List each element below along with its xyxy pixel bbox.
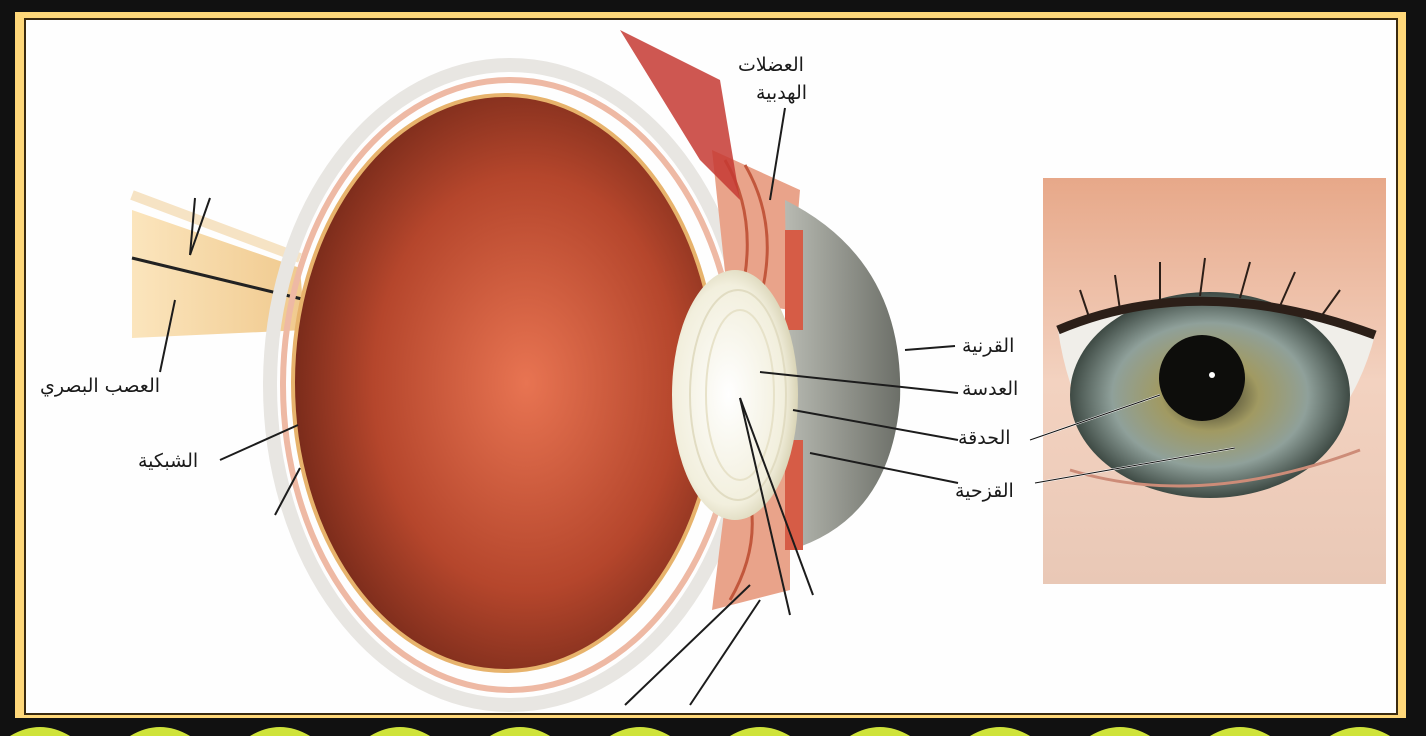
label-ciliary-muscles-line1: العضلات — [738, 54, 804, 76]
eye-photo — [1030, 178, 1386, 584]
iris-section — [785, 230, 803, 330]
label-retina: الشبكية — [138, 450, 198, 472]
label-lens: العدسة — [962, 378, 1018, 400]
label-optic-nerve: العصب البصري — [40, 375, 160, 397]
label-cornea: القرنية — [962, 335, 1014, 357]
label-pupil: الحدقة — [958, 427, 1011, 449]
label-iris: القزحية — [955, 480, 1014, 502]
label-ciliary-muscles-line2: الهدبية — [756, 82, 807, 104]
vitreous-body — [293, 95, 717, 671]
